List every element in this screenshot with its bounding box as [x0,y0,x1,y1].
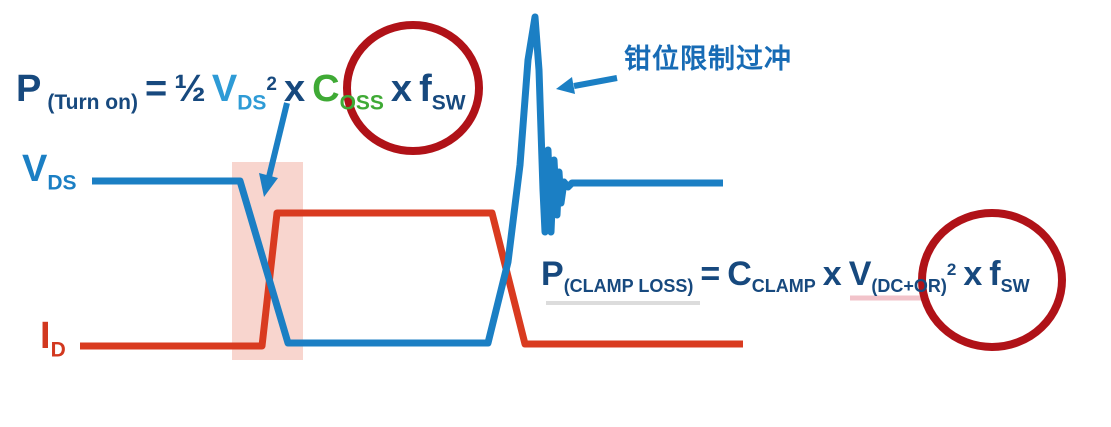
vds-waveform [92,13,723,347]
formula-arrow-head-icon [259,173,278,197]
f2-v-sub: (DC+OR) [871,276,947,297]
f1-f-sub: SW [431,91,466,115]
f2-times1: x [822,255,842,293]
f2-p-sub: (CLAMP LOSS) [563,276,694,297]
f1-v-sup: 2 [266,73,277,95]
f2-equals: = [700,255,721,293]
f1-f: f [419,68,432,110]
f1-v-sub: DS [237,91,267,115]
f2-times2: x [963,255,983,293]
formula-arrow [259,102,290,197]
f1-p-sub: (Turn on) [47,91,138,115]
f1-c-sub: OSS [339,91,384,115]
f2-p: P [541,255,564,293]
f2-v-sup: 2 [946,259,957,279]
f1-half: ½ [174,68,206,110]
f1-p: P [16,68,42,110]
overshoot-annotation-text: 钳位限制过冲 [624,44,792,74]
f2-f-sub: SW [1000,276,1030,297]
f1-times2: x [390,68,413,110]
overshoot-arrow-head-icon [556,77,575,94]
circle-annotation-fsw-right [918,209,1066,351]
overshoot-arrow [556,75,618,94]
id-waveform [80,209,743,350]
f2-v: V [848,255,872,293]
vds-label-main: V [22,148,48,190]
f2-c-sub: CLAMP [751,276,816,297]
f1-v: V [211,68,238,110]
formula-arrow-shaft [266,102,290,178]
id-label-sub: D [50,338,66,362]
f2-c: C [727,255,752,293]
f1-equals: = [144,68,168,110]
f1-c: C [312,68,340,110]
vds-label-sub: DS [47,171,77,195]
id-label-main: I [40,315,51,357]
overshoot-arrow-shaft [573,75,618,89]
id-trace-label: ID [40,317,66,360]
vds-trace-label: VDS [22,150,77,193]
circle-annotation-fsw-left [343,21,483,155]
f2-f: f [989,255,1001,293]
f1-times1: x [283,68,306,110]
